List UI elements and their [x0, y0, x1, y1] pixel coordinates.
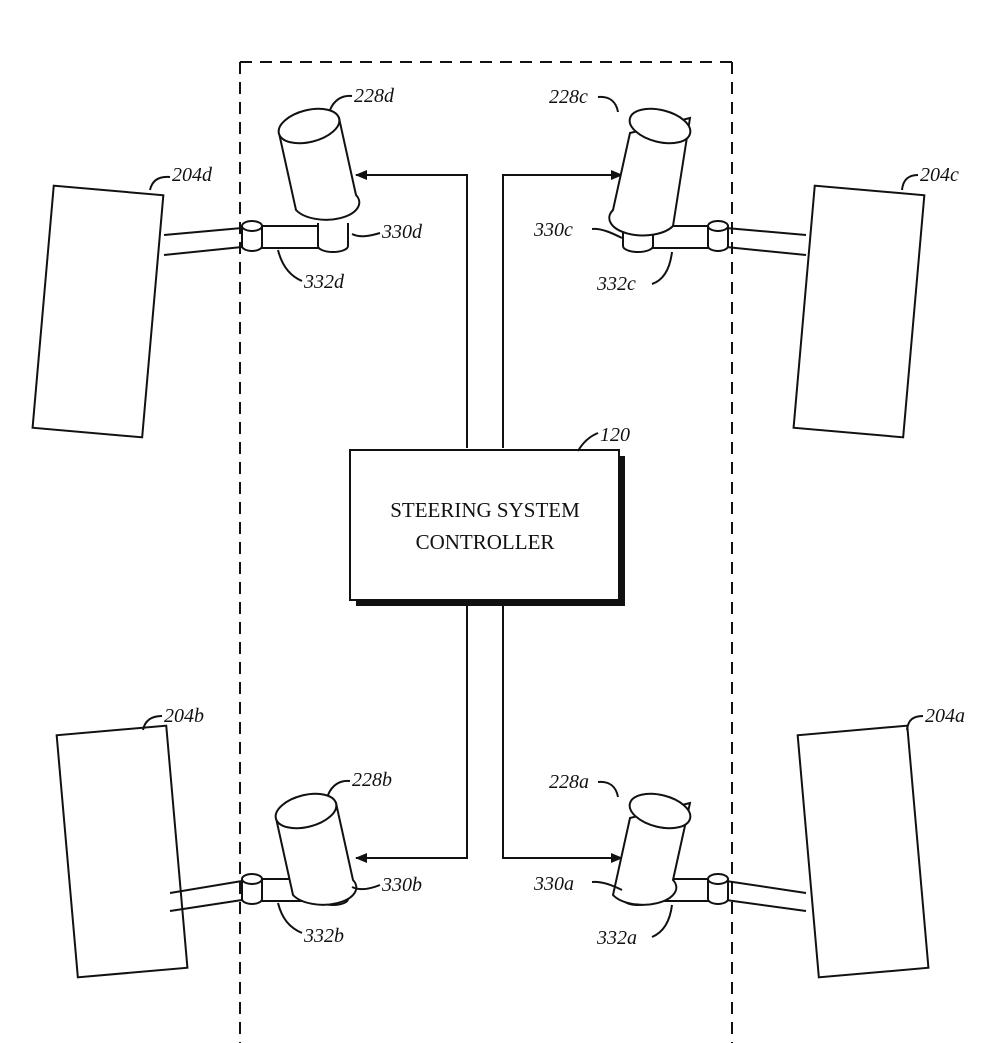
actuator-front-left [277, 107, 361, 253]
ref-wheel-rear-left: 204b [164, 705, 204, 727]
ref-link-front-right: 332c [596, 273, 636, 295]
wheel-front-left [31, 184, 165, 439]
connection-rear-left [355, 605, 468, 863]
controller-label-line1: STEERING SYSTEM [390, 498, 580, 522]
ref-shaft-rear-left: 330b [381, 874, 422, 896]
ref-shaft-front-left: 330d [381, 221, 423, 243]
signal-connections [355, 170, 623, 863]
ref-shaft-front-right: 330c [533, 219, 573, 241]
actuator-front-right [608, 107, 692, 253]
ref-link-front-left: 332d [303, 271, 345, 293]
wheel-rear-left [55, 724, 189, 979]
ref-wheel-rear-right: 204a [925, 705, 965, 727]
connection-front-right [502, 170, 623, 448]
ref-actuator-front-right: 228c [549, 86, 588, 108]
controller-ref-label: 120 [600, 424, 630, 446]
actuator-rear-left [274, 792, 358, 906]
ref-shaft-rear-right: 330a [533, 873, 574, 895]
connection-rear-right [502, 605, 623, 863]
ref-actuator-rear-right: 228a [549, 771, 589, 793]
ref-wheel-front-left: 204d [172, 164, 213, 186]
ref-wheel-front-right: 204c [920, 164, 959, 186]
ref-link-rear-right: 332a [596, 927, 637, 949]
actuator-rear-right [611, 792, 692, 906]
vehicle-boundary [239, 61, 733, 1043]
ref-link-rear-left: 332b [303, 925, 344, 947]
ref-actuator-front-left: 228d [354, 85, 395, 107]
wheel-front-right [792, 184, 926, 439]
ref-actuator-rear-left: 228b [352, 769, 392, 791]
connection-front-left [355, 170, 468, 448]
wheel-rear-right [796, 724, 930, 979]
steering-system-controller: STEERING SYSTEM CONTROLLER [349, 449, 625, 606]
controller-label-line2: CONTROLLER [416, 530, 555, 554]
